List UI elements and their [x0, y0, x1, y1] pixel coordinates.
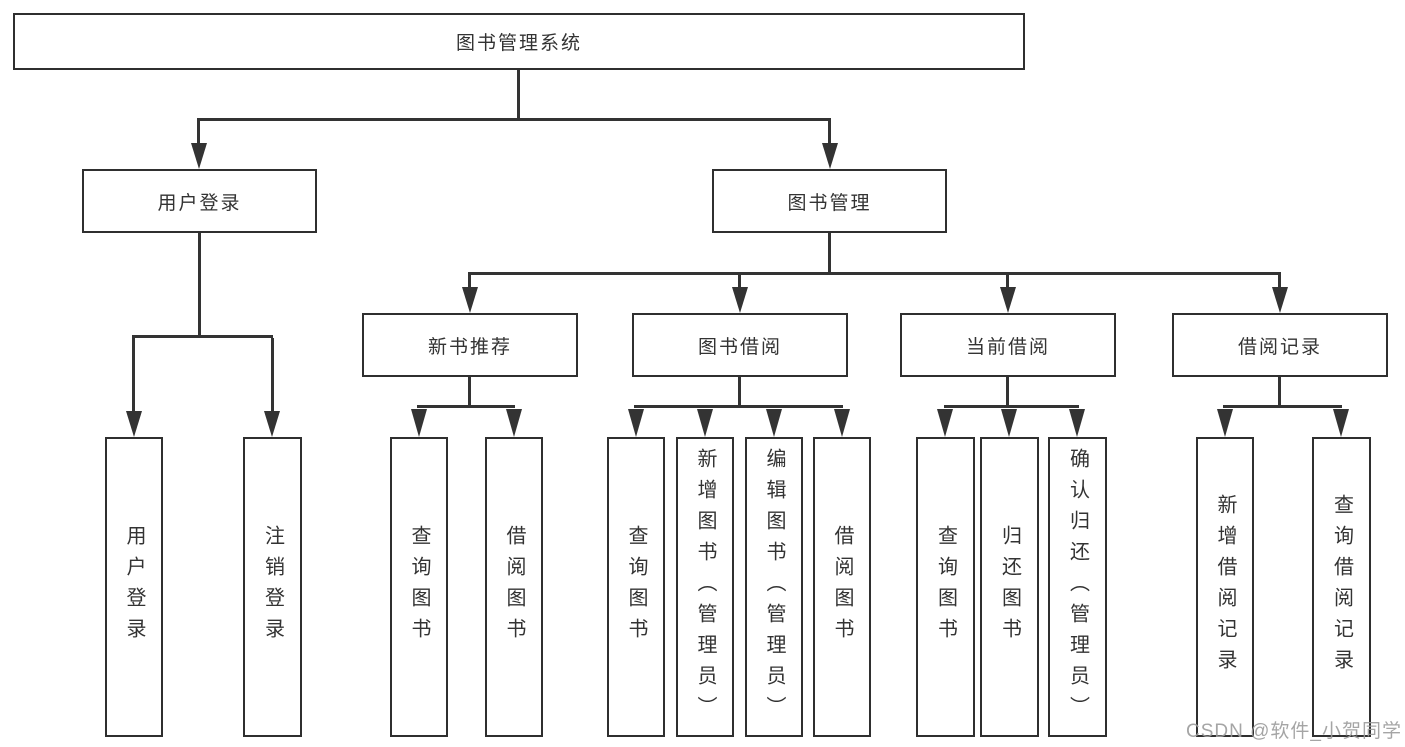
arrow-down-icon	[462, 287, 478, 313]
arrow-down-icon	[264, 411, 280, 437]
arrow-down-icon	[1001, 409, 1017, 437]
node-label: 用户登录	[123, 525, 145, 649]
node-book-management: 图书管理	[712, 169, 947, 233]
csdn-watermark: CSDN @软件_小贺同学	[1186, 721, 1402, 742]
connector-line	[468, 272, 1281, 275]
leaf-return-books: 归还图书	[980, 437, 1039, 737]
connector-line	[468, 377, 471, 408]
node-label: 新增借阅记录	[1214, 494, 1236, 680]
arrow-down-icon	[822, 143, 838, 169]
node-library-management-system: 图书管理系统	[13, 13, 1025, 70]
node-label: 确认归还（管理员）	[1066, 447, 1089, 727]
leaf-user-login: 用户登录	[105, 437, 163, 737]
arrow-down-icon	[697, 409, 713, 437]
leaf-logout: 注销登录	[243, 437, 302, 737]
arrow-down-icon	[1000, 287, 1016, 313]
node-label: 查询图书	[408, 525, 430, 649]
connector-line	[1006, 377, 1009, 408]
connector-line	[132, 338, 135, 413]
arrow-down-icon	[834, 409, 850, 437]
node-label: 注销登录	[261, 525, 284, 649]
leaf-query-books-borrowing: 查询图书	[607, 437, 665, 737]
node-label: 借阅图书	[831, 525, 853, 649]
leaf-query-books-recommend: 查询图书	[390, 437, 448, 737]
arrow-down-icon	[732, 287, 748, 313]
arrow-down-icon	[1333, 409, 1349, 437]
node-label: 借阅记录	[1237, 336, 1322, 358]
connector-line	[517, 70, 520, 119]
connector-line	[271, 338, 274, 413]
node-label: 查询借阅记录	[1330, 494, 1353, 680]
arrow-down-icon	[766, 409, 782, 437]
node-label: 借阅图书	[503, 525, 525, 649]
node-label: 图书管理	[787, 192, 872, 214]
node-label: 图书借阅	[697, 336, 782, 358]
arrow-down-icon	[628, 409, 644, 437]
arrow-down-icon	[411, 409, 427, 437]
leaf-borrow-books-borrowing: 借阅图书	[813, 437, 871, 737]
connector-line	[1223, 405, 1342, 408]
connector-line	[738, 275, 741, 289]
node-label: 用户登录	[157, 192, 242, 214]
node-label: 查询图书	[934, 525, 957, 649]
leaf-query-borrow-record: 查询借阅记录	[1312, 437, 1371, 737]
connector-line	[197, 118, 831, 121]
connector-line	[738, 377, 741, 408]
arrow-down-icon	[1217, 409, 1233, 437]
leaf-edit-books-admin: 编辑图书（管理员）	[745, 437, 803, 737]
leaf-borrow-books-recommend: 借阅图书	[485, 437, 543, 737]
leaf-query-books-current: 查询图书	[916, 437, 975, 737]
connector-line	[468, 275, 471, 289]
connector-line	[944, 405, 1079, 408]
arrow-down-icon	[191, 143, 207, 169]
node-book-borrowing: 图书借阅	[632, 313, 848, 377]
arrow-down-icon	[126, 411, 142, 437]
connector-line	[417, 405, 515, 408]
node-user-login: 用户登录	[82, 169, 317, 233]
node-new-book-recommend: 新书推荐	[362, 313, 578, 377]
leaf-add-borrow-record: 新增借阅记录	[1196, 437, 1254, 737]
arrow-down-icon	[937, 409, 953, 437]
node-label: 新书推荐	[427, 336, 512, 358]
connector-line	[1278, 275, 1281, 289]
arrow-down-icon	[506, 409, 522, 437]
leaf-confirm-return-admin: 确认归还（管理员）	[1048, 437, 1107, 737]
node-label: 归还图书	[998, 525, 1021, 649]
connector-line	[132, 335, 273, 338]
connector-line	[634, 405, 843, 408]
node-current-borrowing: 当前借阅	[900, 313, 1116, 377]
connector-line	[1006, 275, 1009, 289]
leaf-add-books-admin: 新增图书（管理员）	[676, 437, 734, 737]
node-label: 当前借阅	[965, 336, 1050, 358]
connector-line	[1278, 377, 1281, 408]
node-label: 编辑图书（管理员）	[763, 447, 785, 727]
node-label: 查询图书	[625, 525, 647, 649]
arrow-down-icon	[1069, 409, 1085, 437]
connector-line	[198, 233, 201, 337]
connector-line	[828, 233, 831, 275]
node-label: 图书管理系统	[455, 33, 582, 54]
arrow-down-icon	[1272, 287, 1288, 313]
connector-line	[197, 121, 200, 145]
node-borrowing-records: 借阅记录	[1172, 313, 1388, 377]
node-label: 新增图书（管理员）	[694, 447, 716, 727]
connector-line	[828, 121, 831, 145]
